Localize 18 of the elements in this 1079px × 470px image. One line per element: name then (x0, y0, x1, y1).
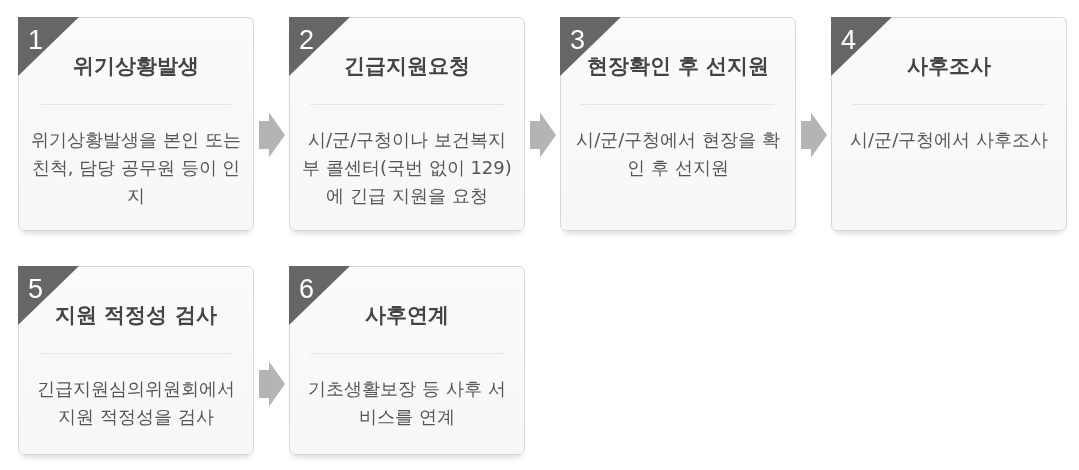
step-number-tab: 4 (831, 17, 892, 76)
step-description: 위기상황발생을 본인 또는 친척, 담당 공무원 등이 인지 (30, 128, 242, 208)
step-card (831, 17, 1067, 231)
step-title: 사후연계 (365, 302, 449, 329)
step-title: 현장확인 후 선지원 (586, 53, 770, 80)
step-card (18, 266, 254, 455)
step-description: 시/군/구청이나 보건복지부 콜센터(국번 없이 129)에 긴급 지원을 요청 (301, 128, 513, 208)
step-description: 기초생활보장 등 사후 서비스를 연계 (307, 377, 507, 429)
step-card (289, 17, 525, 231)
step-card (289, 266, 525, 455)
step-description: 시/군/구청에서 현장을 확인 후 선지원 (575, 128, 781, 180)
step-title: 사후조사 (907, 53, 991, 80)
step-card (18, 17, 254, 231)
step-number-tab: 6 (289, 266, 350, 325)
step-card (560, 17, 796, 231)
step-title: 지원 적정성 검사 (55, 302, 217, 329)
step-description: 시/군/구청에서 사후조사 (850, 128, 1048, 152)
step-description: 긴급지원심의위원회에서 지원 적정성을 검사 (36, 377, 236, 429)
